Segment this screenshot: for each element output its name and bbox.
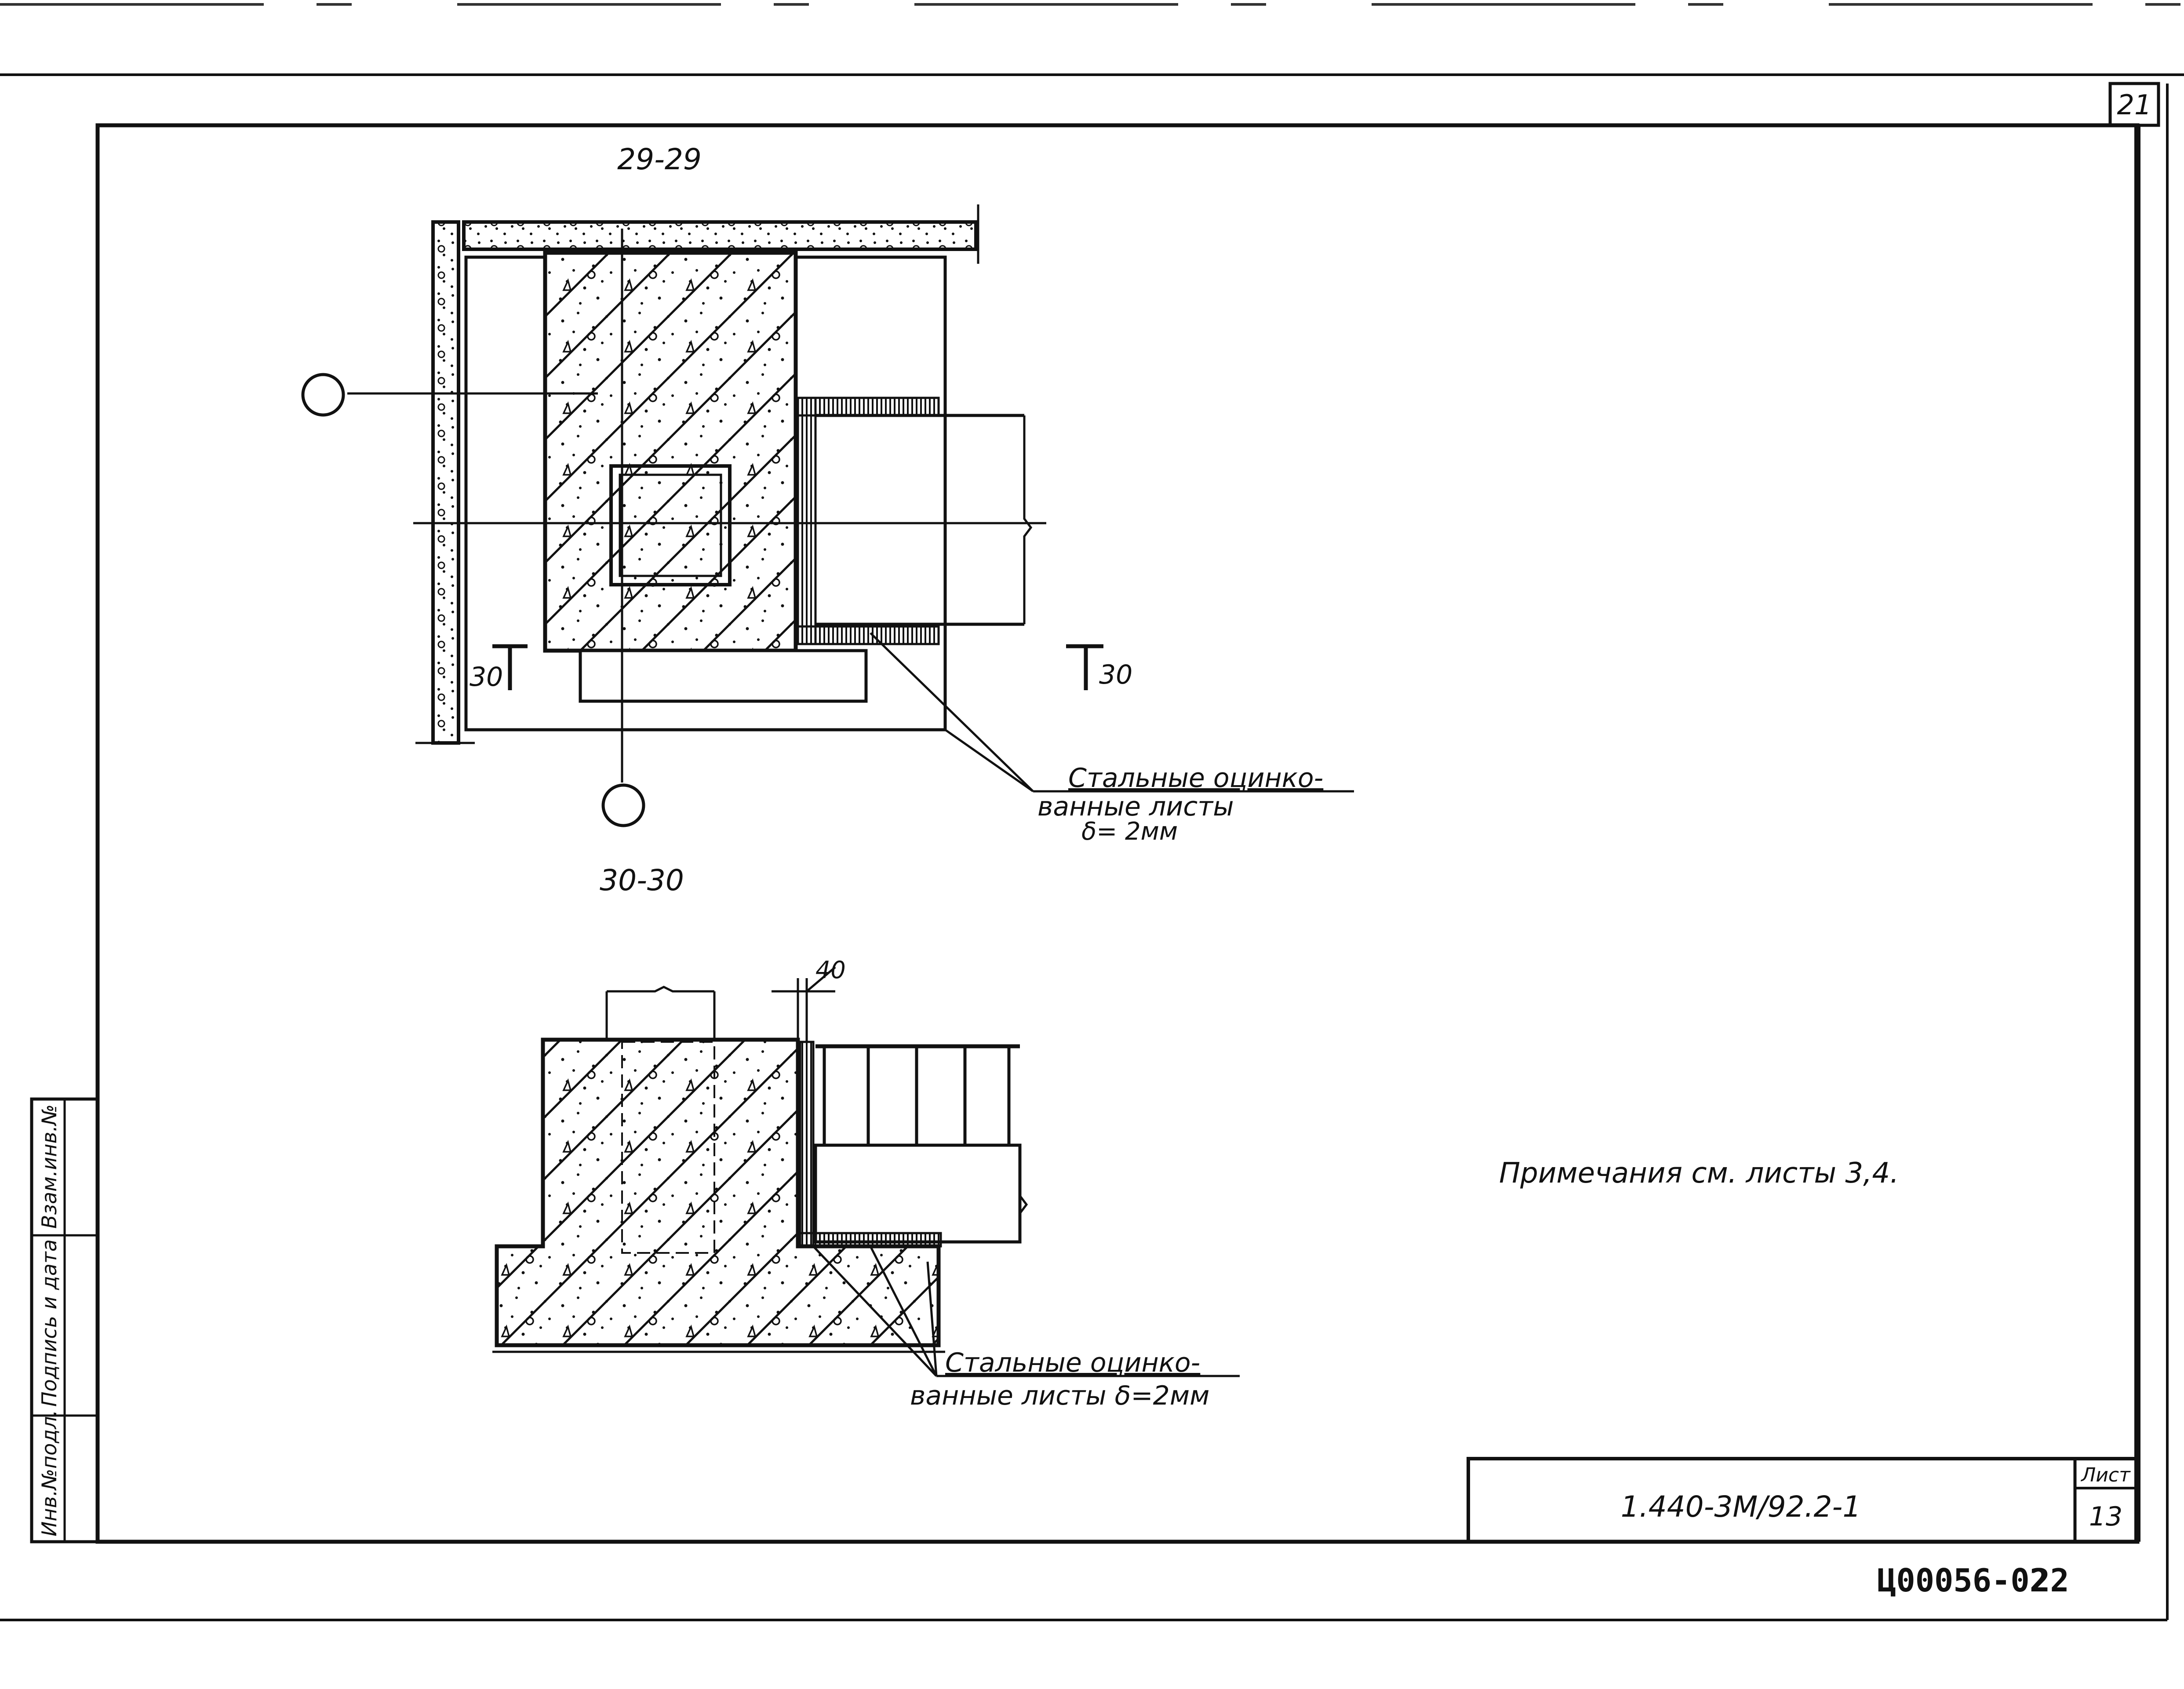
section-29-callout-line1: Стальные оцинко- [1068, 763, 1323, 794]
stamp-inventory-original: Инв.№подл. [37, 1410, 61, 1536]
section-29-cut-mark-left: 30 [470, 662, 503, 692]
sheet-label: Лист [2080, 1464, 2131, 1486]
document-code: 1.440-3М/92.2-1 [1621, 1490, 1861, 1524]
archive-page: 22 [2031, 1562, 2069, 1599]
stamp-signature-date: Подпись и дата [37, 1239, 61, 1407]
section-30-callout-line2: ванные листы δ=2мм [910, 1380, 1209, 1411]
section-29-callout-line3: δ= 2мм [1081, 817, 1178, 846]
notes-reference: Примечания см. листы 3,4. [1499, 1157, 1899, 1190]
corner-sheet-number: 21 [2117, 89, 2152, 121]
section-29-title: 29-29 [617, 142, 702, 176]
section-30-title: 30-30 [600, 863, 684, 897]
section-30-callout-line1: Стальные оцинко- [945, 1347, 1200, 1378]
section-29-cut-mark-right: 30 [1099, 659, 1132, 690]
section-30-drawing [492, 966, 1240, 1377]
archive-stamp: Ц00056-02 [1877, 1562, 2049, 1599]
sheet-frame [0, 82, 2169, 1621]
section-29-drawing [301, 204, 1354, 827]
scan-marks [0, 3, 2184, 76]
section-29-callout-line2: ванные листы [1037, 791, 1234, 822]
sheet-number: 13 [2089, 1501, 2122, 1532]
stamp-replaced-inventory: Взам.инв.№ [37, 1104, 61, 1229]
section-30-dimension: 40 [815, 956, 846, 984]
title-block [1467, 1457, 2139, 1543]
side-stamp [30, 1097, 99, 1543]
